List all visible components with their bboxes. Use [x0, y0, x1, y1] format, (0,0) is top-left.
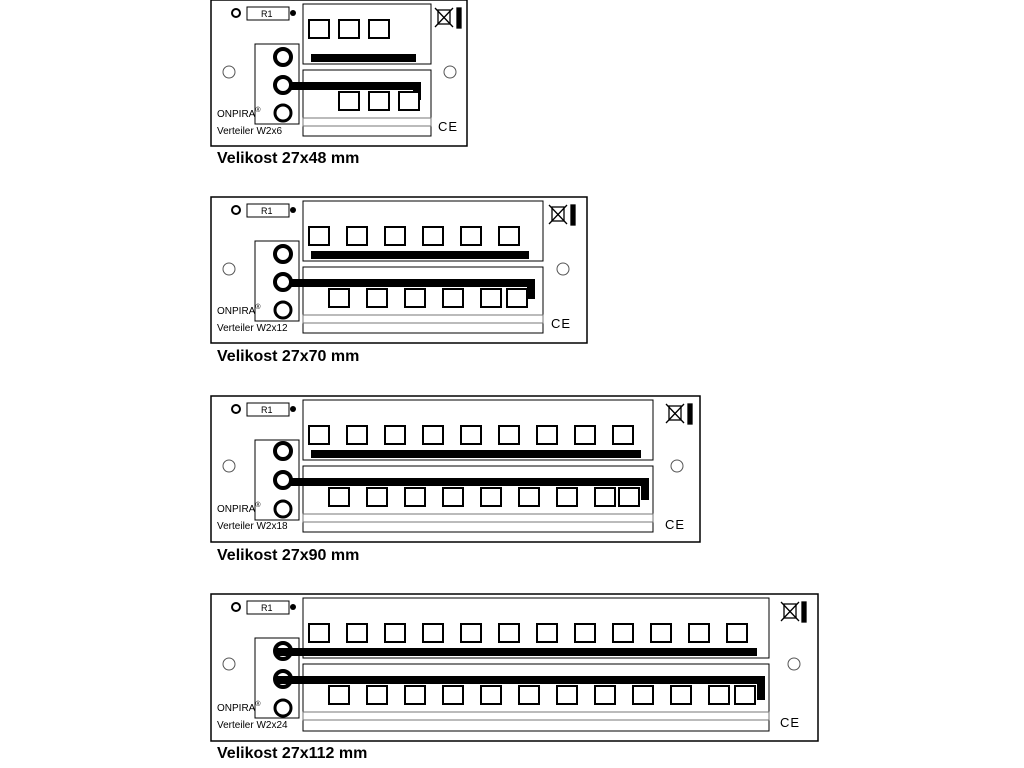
mounting-holes: [222, 262, 570, 276]
brand-label: ONPIRA®: [217, 303, 261, 317]
mounting-holes: [222, 65, 457, 79]
caption-1: Velikost 27x48 mm: [217, 150, 359, 167]
ce-mark: CE: [551, 316, 571, 331]
weee-bin-icon: [434, 7, 462, 29]
ce-mark: CE: [780, 715, 800, 730]
model-label: Verteiler W2x6: [217, 126, 282, 137]
bus-traces: [291, 200, 544, 334]
weee-bin-icon: [665, 403, 693, 425]
resistor-r1: R1: [231, 203, 296, 218]
board-outline: [210, 395, 701, 543]
model-label: Verteiler W2x24: [217, 720, 288, 731]
board-2: R1 CE ONPIRA® Verteiler W2x12: [210, 196, 588, 344]
bus-traces: [291, 399, 654, 533]
resistor-label: R1: [261, 405, 273, 415]
resistor-r1: R1: [231, 600, 296, 615]
brand-label: ONPIRA®: [217, 700, 261, 714]
resistor-label: R1: [261, 9, 273, 19]
caption-3: Velikost 27x90 mm: [217, 547, 359, 564]
ce-mark: CE: [438, 119, 458, 134]
board-3: R1 CE ONPIRA® Verteiler W2x18: [210, 395, 701, 543]
resistor-label: R1: [261, 603, 273, 613]
mounting-holes: [222, 459, 684, 473]
weee-bin-icon: [548, 204, 576, 226]
board-outline: [210, 593, 819, 742]
resistor-r1: R1: [231, 6, 296, 21]
board-1: R1 CE ONPIRA® Verteiler W2x6: [210, 0, 468, 147]
mounting-holes: [222, 657, 801, 671]
model-label: Verteiler W2x12: [217, 323, 288, 334]
bus-traces: [291, 3, 432, 137]
brand-label: ONPIRA®: [217, 106, 261, 120]
brand-label: ONPIRA®: [217, 501, 261, 515]
weee-bin-icon: [780, 601, 807, 623]
board-4: R1 CE ONPIRA® Verteiler W2x24: [210, 593, 819, 742]
caption-2: Velikost 27x70 mm: [217, 348, 359, 365]
caption-4: Velikost 27x112 mm: [217, 745, 367, 762]
board-outline: [210, 196, 588, 344]
ce-mark: CE: [665, 517, 685, 532]
model-label: Verteiler W2x18: [217, 521, 288, 532]
bus-traces: [275, 597, 770, 732]
resistor-r1: R1: [231, 402, 296, 417]
resistor-label: R1: [261, 206, 273, 216]
